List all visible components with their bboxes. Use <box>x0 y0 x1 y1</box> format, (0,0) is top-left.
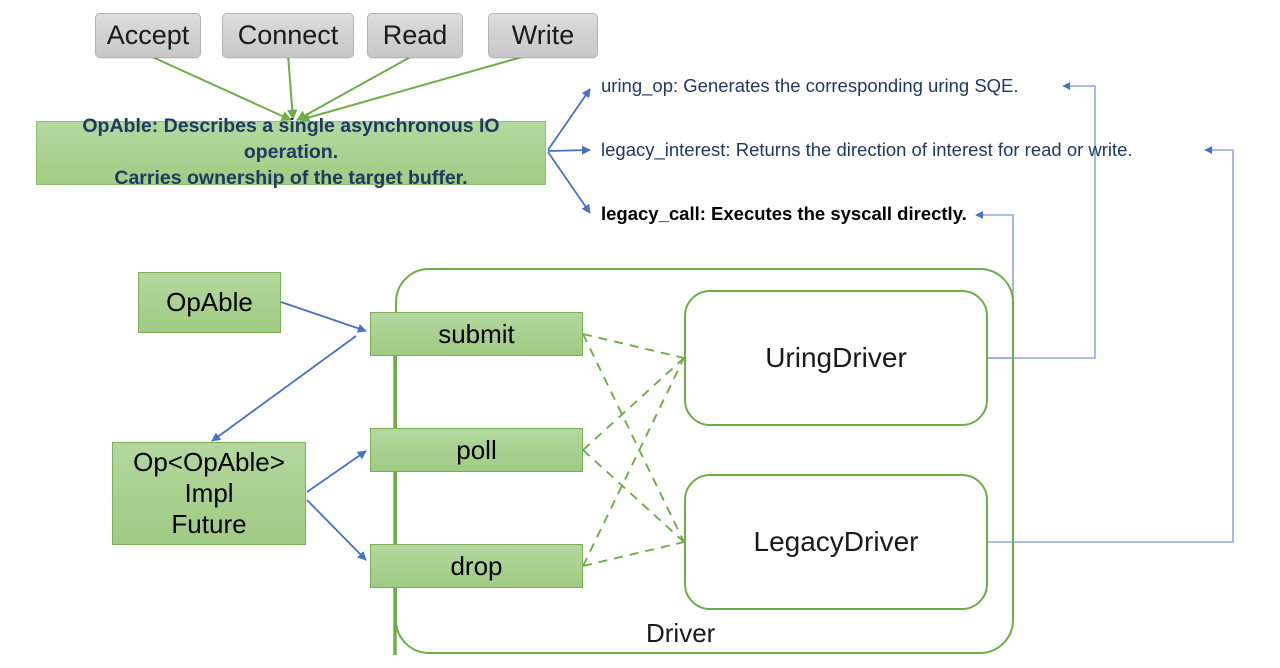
method-drop-label: drop <box>450 550 503 581</box>
note-legacy-call: legacy_call: Executes the syscall direct… <box>601 203 967 224</box>
op-button-accept-label: Accept <box>106 19 190 50</box>
opable-to-notes-edges <box>547 88 591 214</box>
opable-trait-label: OpAble <box>166 287 253 318</box>
op-button-accept[interactable]: Accept <box>95 13 201 58</box>
uring-driver-label: UringDriver <box>765 342 907 373</box>
uring-driver-box[interactable]: UringDriver <box>684 290 988 426</box>
op-to-opable-edges <box>147 54 530 123</box>
op-button-connect-label: Connect <box>237 19 339 50</box>
op-opable-future-box[interactable]: Op<OpAble> Impl Future <box>112 442 306 545</box>
note-uring-op: uring_op: Generates the corresponding ur… <box>601 75 1019 96</box>
opable-description-line2: Carries ownership of the target buffer. <box>114 166 468 189</box>
opable-description-line1: OpAble: Describes a single asynchronous … <box>82 115 500 164</box>
opable-description-box: OpAble: Describes a single asynchronous … <box>36 115 546 189</box>
method-submit-box[interactable]: submit <box>370 312 583 356</box>
op-opable-line2: Impl <box>184 478 234 509</box>
op-opable-line3: Future <box>171 508 247 539</box>
method-poll-box[interactable]: poll <box>370 428 583 472</box>
op-opable-line1: Op<OpAble> <box>133 447 285 478</box>
method-submit-label: submit <box>438 318 515 349</box>
op-button-write[interactable]: Write <box>488 13 598 58</box>
method-poll-label: poll <box>456 434 497 465</box>
op-button-connect[interactable]: Connect <box>222 13 354 58</box>
op-button-read-label: Read <box>382 19 448 50</box>
op-button-read[interactable]: Read <box>367 13 463 58</box>
legacy-driver-box[interactable]: LegacyDriver <box>684 474 988 610</box>
driver-container-label: Driver <box>646 618 716 648</box>
legacy-driver-label: LegacyDriver <box>753 526 919 557</box>
note-legacy-interest: legacy_interest: Returns the direction o… <box>601 139 1133 160</box>
opable-trait-box[interactable]: OpAble <box>138 272 281 333</box>
op-button-write-label: Write <box>511 19 575 50</box>
method-drop-box[interactable]: drop <box>370 544 583 588</box>
